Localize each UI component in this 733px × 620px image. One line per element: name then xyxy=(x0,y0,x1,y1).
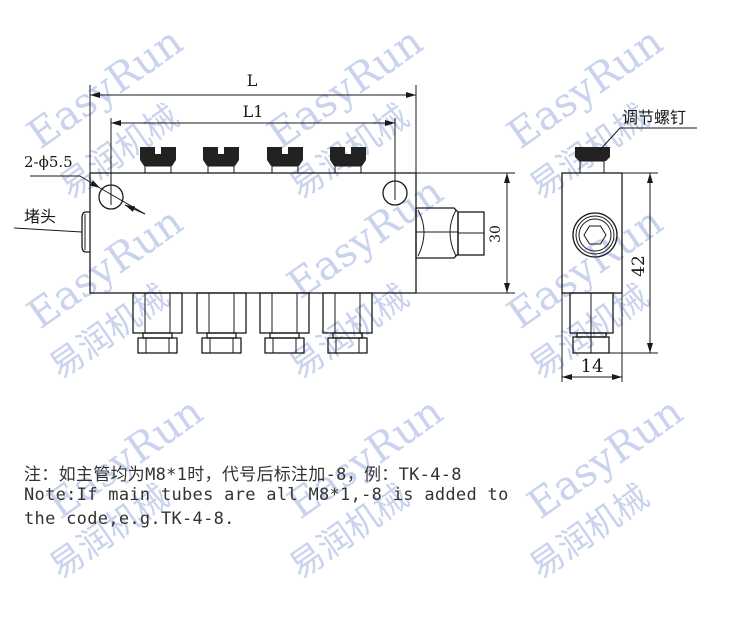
outlet-fittings xyxy=(132,292,373,354)
note-english-line1: Note:If main tubes are all M8*1,-8 is ad… xyxy=(24,485,509,505)
note-english-line2: the code,e.g.TK-4-8. xyxy=(24,509,235,529)
dim-L-label: L xyxy=(247,71,258,90)
dim-L1-label: L1 xyxy=(243,102,264,121)
hole-label: 2-ϕ5.5 xyxy=(24,153,73,171)
adjusting-screws xyxy=(140,147,366,174)
side-view: 调节螺钉 42 14 xyxy=(561,108,697,382)
mounting-hole xyxy=(98,184,124,210)
plug-label: 堵头 xyxy=(24,207,56,226)
dim-30-label: 30 xyxy=(488,225,504,243)
screw-label: 调节螺钉 xyxy=(622,108,686,127)
mounting-hole xyxy=(382,180,408,206)
front-view: L L1 xyxy=(13,71,515,354)
note-chinese: 注：如主管均为M8*1时，代号后标注加-8，例：TK-4-8 xyxy=(24,465,462,485)
dim-42-label: 42 xyxy=(629,255,649,277)
dim-14-label: 14 xyxy=(581,356,604,377)
